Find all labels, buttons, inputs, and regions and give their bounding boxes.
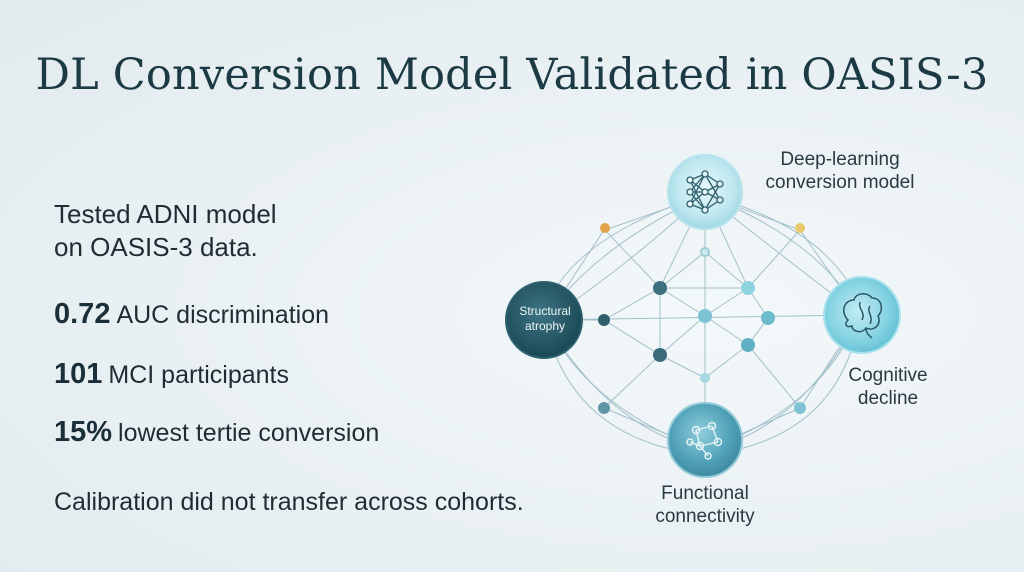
- node-right-label: Cognitive decline: [828, 364, 948, 410]
- network-dot: [761, 311, 775, 325]
- node-bottom-label-line2: connectivity: [655, 506, 755, 527]
- stat-participants-label: MCI participants: [108, 361, 290, 389]
- network-dot: [598, 314, 610, 326]
- node-left-label-line1: Structural: [519, 304, 571, 318]
- stat-conversion-label: lowest tertie conversion: [118, 419, 380, 447]
- brain-icon: [843, 293, 883, 339]
- node-right-label-line1: Cognitive: [848, 365, 928, 386]
- network-dot: [741, 281, 755, 295]
- network-dots: [598, 223, 806, 414]
- network-dot: [698, 309, 712, 323]
- node-bottom-label: Functional connectivity: [645, 482, 765, 528]
- neural-network-icon: [686, 170, 724, 214]
- accent-dot: [795, 223, 805, 233]
- network-dot: [653, 281, 667, 295]
- node-left-label: Structural atrophy: [508, 304, 582, 334]
- node-top-label-line2: conversion model: [765, 172, 915, 193]
- network-dot: [794, 402, 806, 414]
- intro-line-1: Tested ADNI model: [54, 199, 277, 229]
- node-top-label-line1: Deep-learning: [780, 149, 900, 170]
- node-left: [505, 281, 583, 359]
- stat-auc-label: AUC discrimination: [116, 301, 330, 329]
- network-diagram-svg: [505, 154, 901, 478]
- node-top: [667, 154, 743, 230]
- intro-line-2: on OASIS-3 data.: [54, 232, 258, 262]
- network-dot: [598, 402, 610, 414]
- node-bottom-label-line1: Functional: [661, 483, 749, 504]
- network-dot: [741, 338, 755, 352]
- calibration-note: Calibration did not transfer across coho…: [54, 488, 524, 516]
- node-left-label-line2: atrophy: [524, 319, 566, 333]
- stat-conversion: 15%lowest tertie conversion: [54, 416, 379, 449]
- node-right: [823, 276, 901, 354]
- node-right-label-line2: decline: [857, 388, 919, 409]
- network-graph-icon: [686, 421, 723, 460]
- stat-participants-value: 101: [54, 358, 103, 390]
- node-bottom: [667, 402, 743, 478]
- stat-conversion-value: 15%: [54, 416, 113, 448]
- network-diagram: Structural atrophy Deep-learning convers…: [500, 140, 1000, 540]
- network-dot: [653, 348, 667, 362]
- node-top-label: Deep-learning conversion model: [740, 148, 940, 194]
- network-dot: [700, 373, 710, 383]
- page-title: DL Conversion Model Validated in OASIS-3: [35, 50, 989, 100]
- accent-dot: [600, 223, 610, 233]
- stat-auc-value: 0.72: [54, 298, 111, 330]
